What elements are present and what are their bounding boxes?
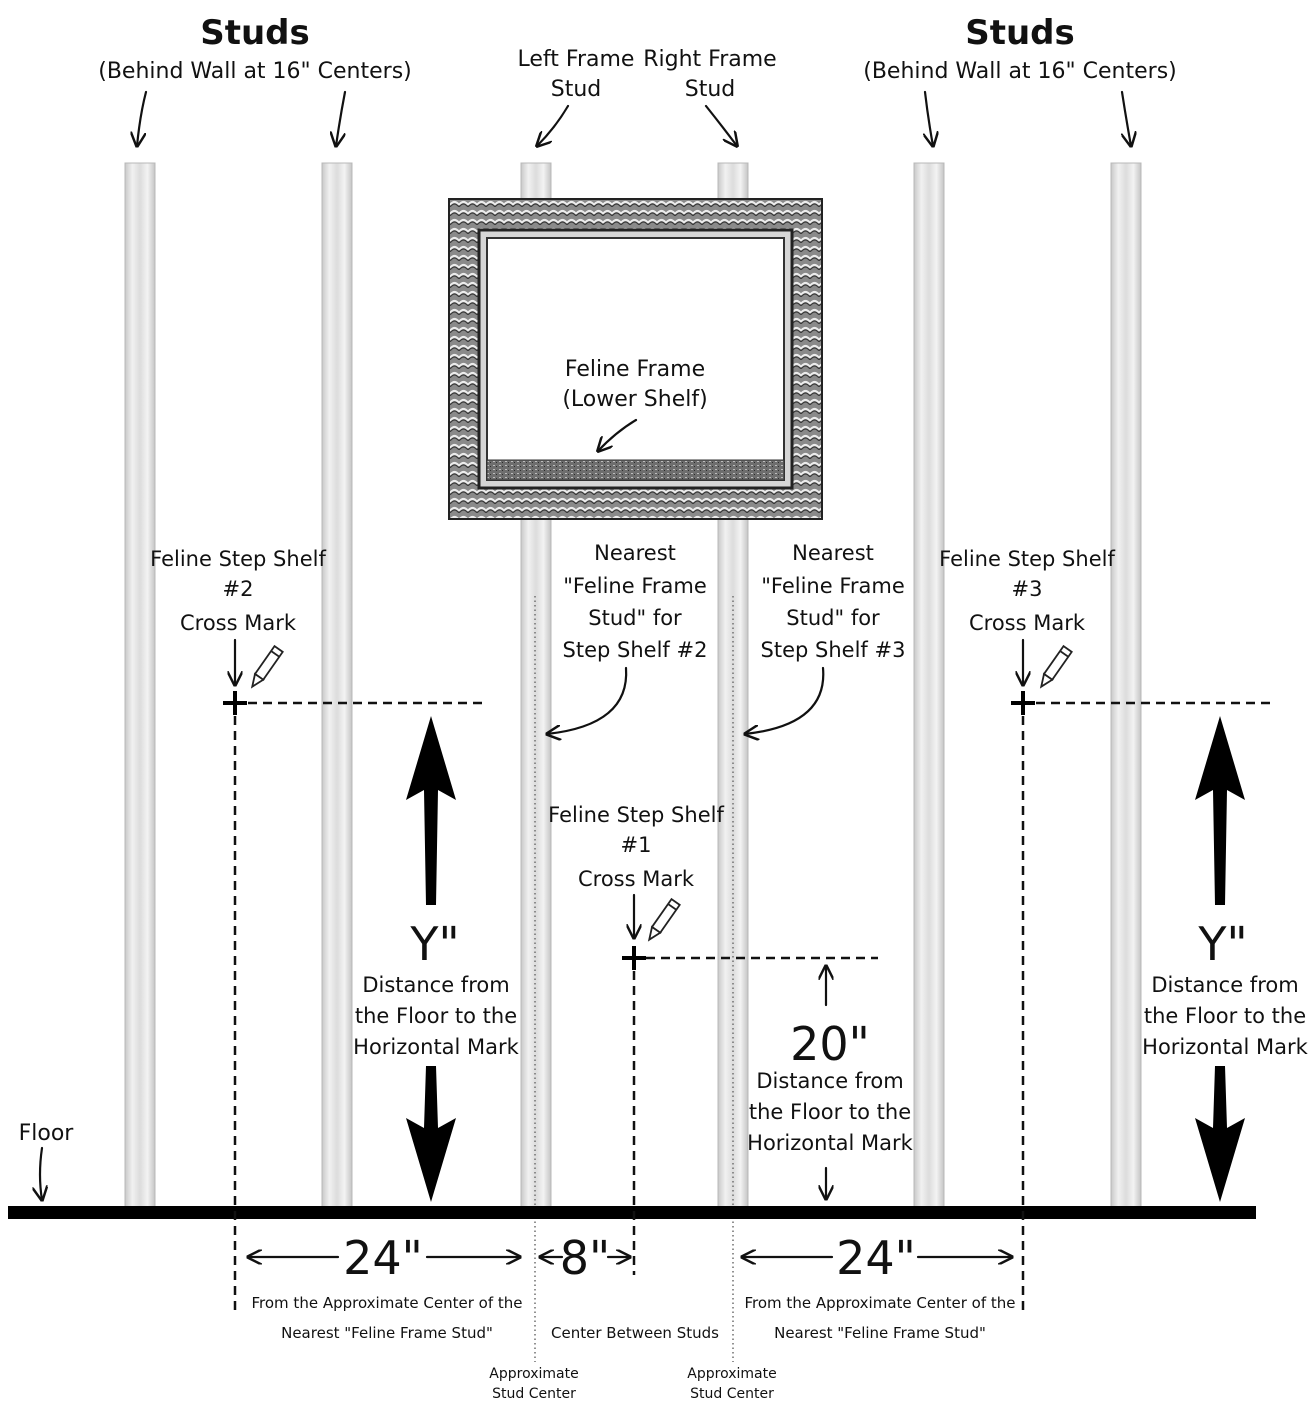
approx-stud-center-right: Stud Center [690, 1386, 774, 1402]
y-dimension-right: Y" [1197, 917, 1247, 971]
stud-1 [124, 162, 156, 1209]
dim-left-24: 24" [343, 1231, 423, 1285]
feline-frame-lower-shelf [486, 459, 785, 481]
shelf1-label: Feline Step Shelf [548, 803, 724, 827]
nearest-stud-shelf2-label: Step Shelf #2 [563, 638, 708, 662]
cross-mark-shelf3 [1011, 691, 1035, 715]
y-distance-left-label: the Floor to the [355, 1004, 517, 1028]
y-distance-right-label: Horizontal Mark [1142, 1035, 1309, 1059]
pencil-icon [250, 644, 284, 689]
nearest-stud-shelf3-label: Nearest [792, 541, 874, 565]
right-frame-stud-label: Right Frame [643, 47, 776, 72]
nearest-stud-shelf3-label: "Feline Frame [761, 574, 905, 598]
cross-mark-shelf1 [622, 946, 646, 970]
annotation-arrows [40, 90, 1131, 1200]
shelf3-label: Cross Mark [969, 611, 1086, 635]
dim-left-desc: Nearest "Feline Frame Stud" [281, 1324, 493, 1342]
shelf1-label: #1 [621, 833, 652, 857]
y-dimension-arrow-left [406, 716, 456, 1202]
nearest-stud-shelf3-label: Step Shelf #3 [761, 638, 906, 662]
dim-right-desc: Nearest "Feline Frame Stud" [774, 1324, 986, 1342]
feline-frame-label: (Lower Shelf) [562, 387, 707, 412]
nearest-stud-shelf3-label: Stud" for [786, 606, 880, 630]
dim-right-desc: From the Approximate Center of the [745, 1294, 1016, 1312]
nearest-stud-shelf2-label: "Feline Frame [563, 574, 707, 598]
y-distance-right-label: the Floor to the [1144, 1004, 1306, 1028]
twenty-inch-label: Horizontal Mark [747, 1131, 914, 1155]
cross-mark-shelf2 [223, 691, 247, 715]
studs-right-subtitle: (Behind Wall at 16" Centers) [863, 59, 1177, 84]
y-distance-left-label: Horizontal Mark [353, 1035, 520, 1059]
stud-6 [1110, 162, 1142, 1209]
shelf2-label: #2 [223, 577, 254, 601]
stud-5 [913, 162, 945, 1209]
left-frame-stud-label: Stud [551, 77, 602, 102]
studs-left-title: Studs [200, 13, 310, 53]
studs-right-title: Studs [965, 13, 1075, 53]
shelf1-label: Cross Mark [578, 867, 695, 891]
feline-frame-label: Feline Frame [565, 357, 705, 382]
twenty-inch-dimension: 20" [790, 1017, 870, 1071]
approx-stud-center-left: Approximate [489, 1366, 578, 1382]
y-distance-right-label: Distance from [1151, 973, 1298, 997]
studs [124, 162, 1142, 1209]
shelf3-label: #3 [1012, 577, 1043, 601]
dim-mid-8: 8" [560, 1231, 610, 1285]
twenty-inch-label: the Floor to the [749, 1100, 911, 1124]
dim-mid-desc: Center Between Studs [551, 1324, 719, 1342]
dim-right-24: 24" [836, 1231, 916, 1285]
stud-2 [321, 162, 353, 1209]
pencil-icon [647, 897, 681, 942]
pencil-icon [1039, 644, 1073, 689]
floor-label: Floor [19, 1121, 75, 1146]
right-frame-stud-label: Stud [685, 77, 736, 102]
shelf3-label: Feline Step Shelf [939, 547, 1115, 571]
studs-left-subtitle: (Behind Wall at 16" Centers) [98, 59, 412, 84]
y-dimension-left: Y" [409, 917, 459, 971]
nearest-stud-shelf2-label: Stud" for [588, 606, 682, 630]
y-dimension-arrow-right [1195, 716, 1245, 1202]
approx-stud-center-left: Stud Center [492, 1386, 576, 1402]
shelf2-label: Feline Step Shelf [150, 547, 326, 571]
floor-line [8, 1206, 1256, 1219]
nearest-stud-shelf2-label: Nearest [594, 541, 676, 565]
shelf2-label: Cross Mark [180, 611, 297, 635]
dim-left-desc: From the Approximate Center of the [252, 1294, 523, 1312]
feline-frame [448, 198, 823, 520]
y-distance-left-label: Distance from [362, 973, 509, 997]
twenty-inch-label: Distance from [756, 1069, 903, 1093]
approx-stud-center-right: Approximate [687, 1366, 776, 1382]
left-frame-stud-label: Left Frame [518, 47, 635, 72]
